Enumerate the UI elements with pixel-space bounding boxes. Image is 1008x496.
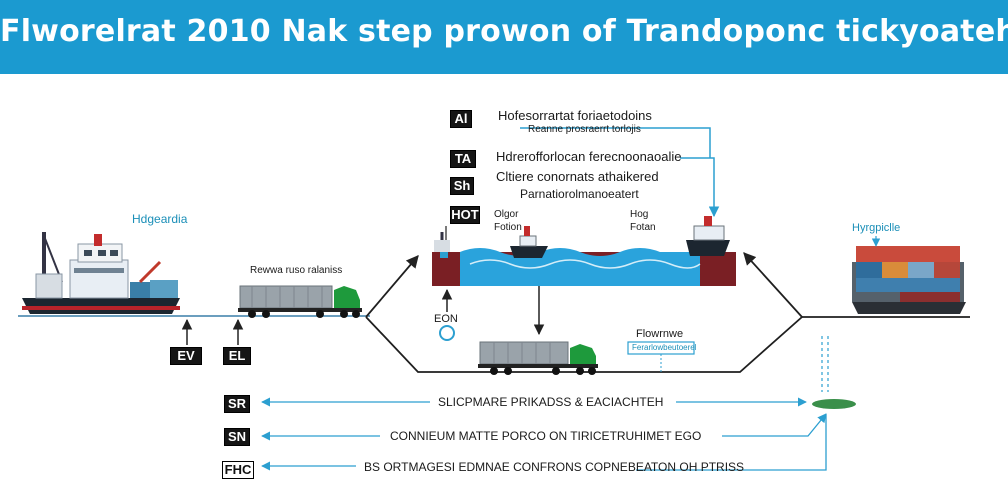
step-tag-ta: TA bbox=[450, 150, 476, 168]
step-tag-hot: HOT bbox=[450, 206, 480, 224]
step-1-title: Hofesorrartat foriaetodoins bbox=[498, 108, 652, 123]
step-1-subtitle: Reanne prosraerrt torlojis bbox=[528, 124, 641, 135]
left-cargo-ship bbox=[22, 232, 180, 314]
row-3-text: BS ORTMAGESI EDMNAE CONFRONS COPNEBEATON… bbox=[364, 460, 745, 474]
left-truck bbox=[238, 285, 362, 318]
row-tag-sn: SN bbox=[224, 428, 250, 446]
eon-circle-icon bbox=[439, 325, 455, 341]
step-tag-sh: Sh bbox=[450, 177, 474, 195]
tag-ev: EV bbox=[170, 347, 202, 365]
page-title: Flworelrat 2010 Nak step prowon of Trand… bbox=[0, 14, 1008, 49]
step-3-title: Cltiere conornats athaikered bbox=[496, 169, 659, 184]
row-2-text: CONNIEUM MATTE PORCO ON TIRICETRUHIMET E… bbox=[390, 429, 702, 443]
eon-label: EON bbox=[434, 313, 458, 325]
harbor-illustration bbox=[432, 216, 736, 286]
row-arrows bbox=[261, 397, 827, 471]
flowline-label: Flowrnwe bbox=[636, 328, 684, 340]
left-truck-label: Rewwa ruso ralaniss bbox=[250, 265, 343, 276]
port-right-label: Hog Fotan bbox=[630, 209, 656, 233]
flowline-box-text: Ferarlowbeutoerel bbox=[632, 343, 697, 352]
right-container-ship bbox=[852, 246, 966, 314]
step-tag-al: Al bbox=[450, 110, 472, 128]
tag-el: EL bbox=[223, 347, 251, 365]
step-3-subtitle: Parnatiorolmanoeatert bbox=[520, 187, 639, 201]
logistics-diagram bbox=[18, 127, 970, 471]
left-ship-label: Hdgeardia bbox=[132, 212, 188, 226]
right-ship-label: Hyrgpiclle bbox=[852, 222, 901, 234]
row-tag-sr: SR bbox=[224, 395, 250, 413]
row-tag-fhc: FHC bbox=[222, 461, 254, 479]
island-icon bbox=[812, 399, 856, 409]
title-banner bbox=[0, 0, 1008, 74]
step-2-title: Hdrerofforlocan ferecnoonaoalie bbox=[496, 149, 682, 164]
row-1-text: SLICPMARE PRIKADSS & EACIACHTEH bbox=[438, 395, 664, 409]
callout-lines bbox=[520, 127, 720, 218]
port-left-label: Olgor Fotion bbox=[494, 209, 522, 233]
center-truck bbox=[478, 341, 598, 375]
